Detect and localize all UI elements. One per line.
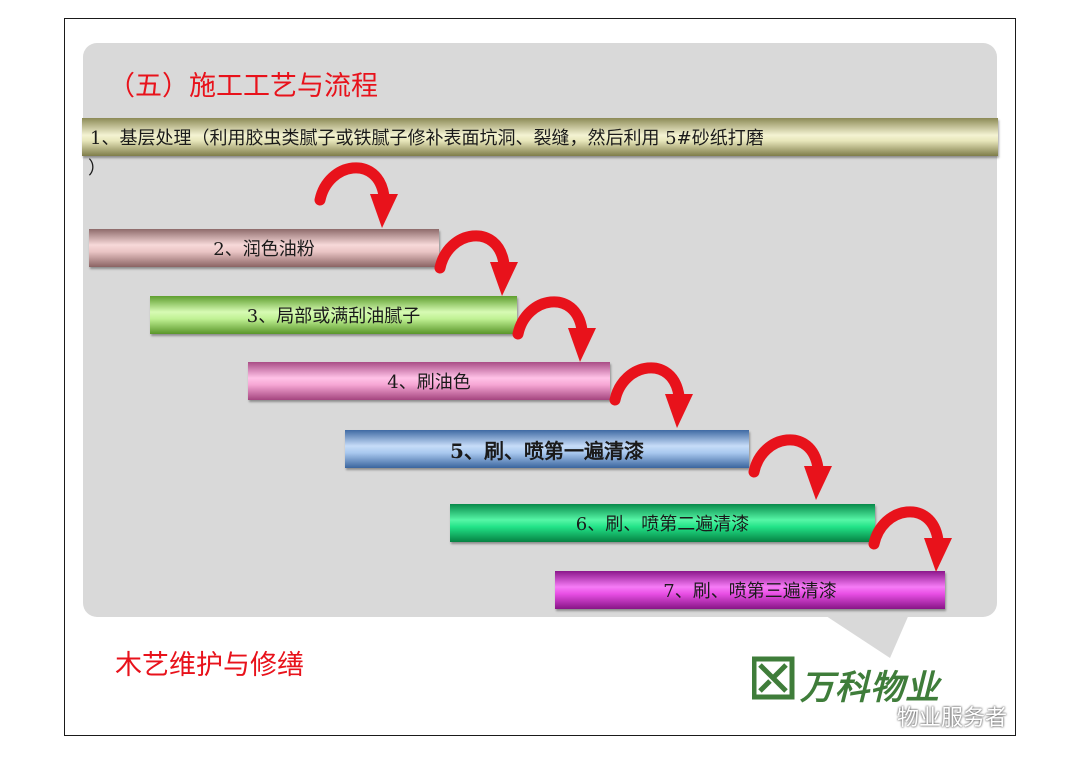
step-6-label: 6、刷、喷第二遍清漆: [575, 514, 750, 535]
curved-arrow-icon: [868, 506, 952, 572]
page-title: （五）施工工艺与流程: [108, 71, 378, 102]
curved-arrow-icon: [434, 230, 518, 296]
watermark: 物业服务者: [862, 700, 1007, 732]
step-3-bar: 3、局部或满刮油腻子: [150, 296, 517, 334]
step-5-bar: 5、刷、喷第一遍清漆: [345, 430, 749, 468]
step-1-label: 1、基层处理（利用胶虫类腻子或铁腻子修补表面坑洞、裂缝，然后利用 5#砂纸打磨: [90, 128, 764, 149]
curved-arrow-icon: [512, 296, 596, 362]
logo-text: 万科物业: [800, 668, 940, 708]
step-7-label: 7、刷、喷第三遍清漆: [663, 581, 837, 602]
vanke-logo-icon: [752, 656, 795, 700]
footer-subtitle: 木艺维护与修缮: [115, 650, 304, 681]
curved-arrow-icon: [314, 162, 398, 228]
step-1-bar: 1、基层处理（利用胶虫类腻子或铁腻子修补表面坑洞、裂缝，然后利用 5#砂纸打磨: [82, 118, 998, 156]
step-1-continuation: ）: [88, 158, 106, 179]
wechat-icon: [863, 708, 889, 726]
step-4-bar: 4、刷油色: [248, 362, 610, 400]
step-4-label: 4、刷油色: [387, 372, 471, 393]
step-2-bar: 2、润色油粉: [89, 229, 439, 267]
curved-arrow-icon: [609, 362, 693, 428]
step-6-bar: 6、刷、喷第二遍清漆: [450, 504, 875, 542]
step-5-label: 5、刷、喷第一遍清漆: [450, 438, 644, 463]
curved-arrow-icon: [748, 434, 832, 500]
watermark-text: 物业服务者: [897, 706, 1008, 731]
callout-tail: [820, 612, 910, 658]
step-3-label: 3、局部或满刮油腻子: [246, 306, 421, 327]
step-2-label: 2、润色油粉: [213, 239, 315, 260]
step-7-bar: 7、刷、喷第三遍清漆: [555, 571, 945, 609]
